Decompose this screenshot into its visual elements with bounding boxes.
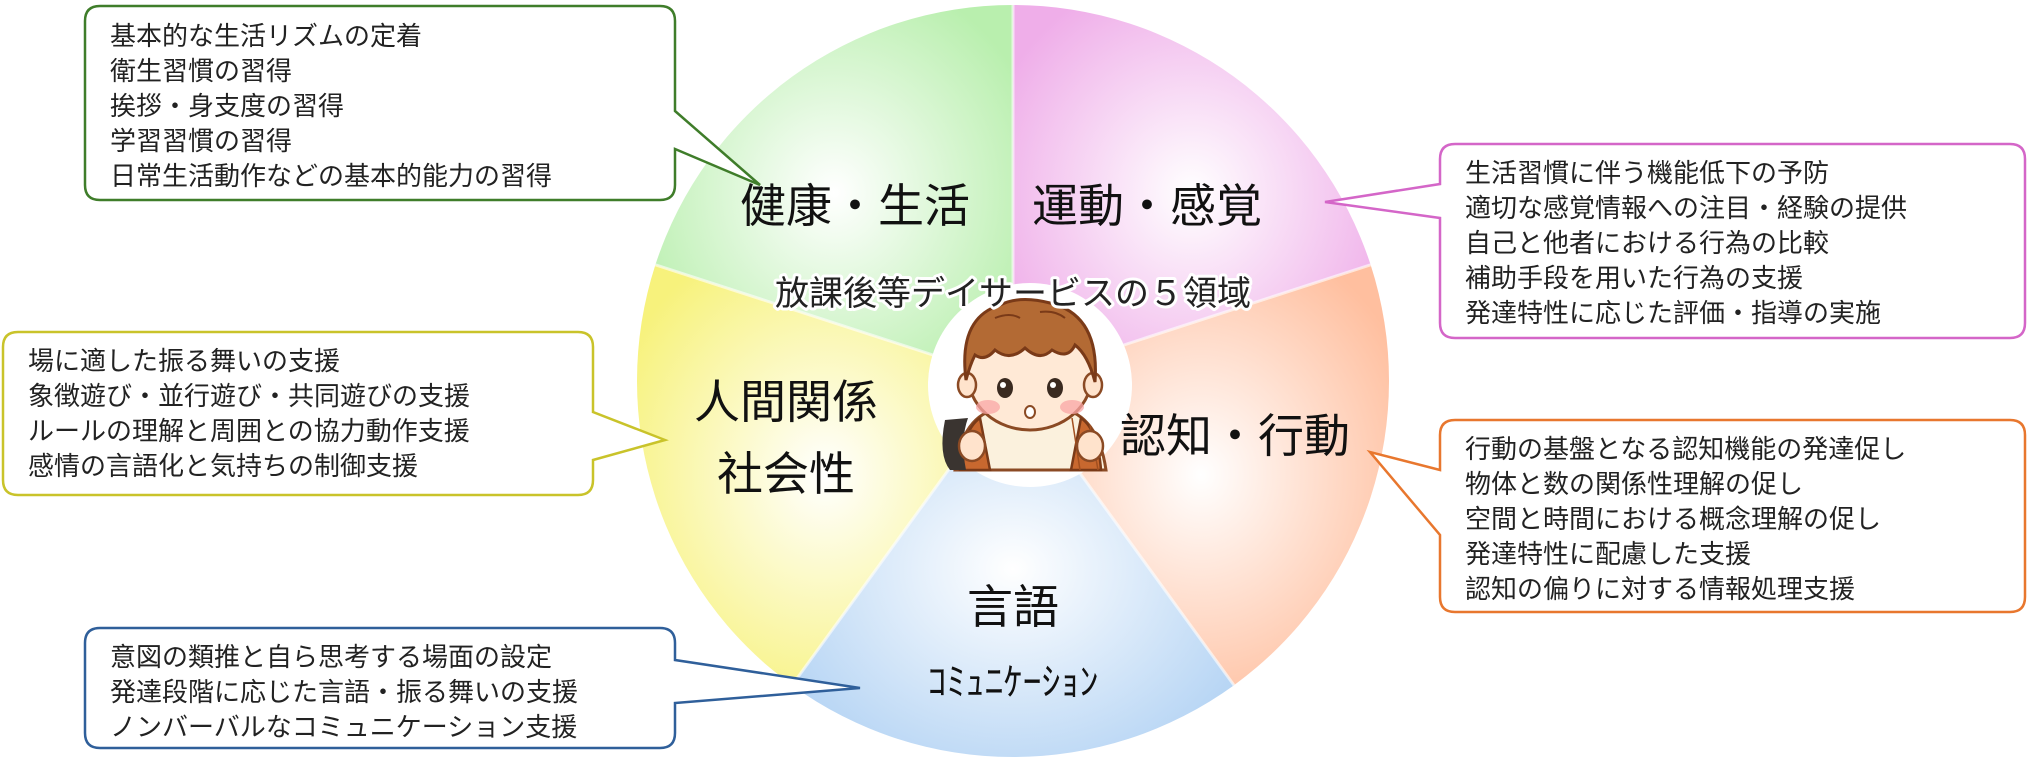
segment-health — [655, 5, 1013, 381]
segment-social — [636, 264, 1013, 686]
segment-motor — [1013, 5, 1371, 381]
callout-item: ノンバーバルなコミュニケーション支援 — [110, 713, 577, 743]
callout-item: 場に適した振る舞いの支援 — [28, 347, 340, 377]
callout-item: 発達段階に応じた言語・振る舞いの支援 — [110, 678, 578, 708]
child-illustration-icon — [942, 298, 1108, 472]
callout-cognition: 行動の基盤となる認知機能の発達促し 物体と数の関係性理解の促し 空間と時間におけ… — [1366, 418, 2027, 614]
callout-item: ルールの理解と周囲との協力動作支援 — [28, 417, 470, 447]
callout-health-items: 基本的な生活リズムの定着 衛生習慣の習得 挨拶・身支度の習得 学習習慣の習得 日… — [110, 22, 552, 192]
segment-label-cognition: 認知・行動 — [1120, 409, 1350, 463]
callout-item: 行動の基盤となる認知機能の発達促し — [1465, 435, 1906, 465]
callout-language: 意図の類推と自ら思考する場面の設定 発達段階に応じた言語・振る舞いの支援 ノンバ… — [83, 626, 861, 750]
callout-item: 感情の言語化と気持ちの制御支援 — [28, 452, 418, 482]
callout-item: 基本的な生活リズムの定着 — [110, 22, 422, 52]
callout-item: 自己と他者における行為の比較 — [1465, 229, 1829, 259]
callout-item: 衛生習慣の習得 — [110, 57, 292, 87]
callout-language-items: 意図の類推と自ら思考する場面の設定 発達段階に応じた言語・振る舞いの支援 ノンバ… — [110, 643, 578, 743]
callout-item: 認知の偏りに対する情報処理支援 — [1465, 575, 1855, 605]
callout-social: 場に適した振る舞いの支援 象徴遊び・並行遊び・共同遊びの支援 ルールの理解と周囲… — [1, 330, 669, 497]
callout-item: 発達特性に配慮した支援 — [1465, 540, 1751, 570]
callout-item: 意図の類推と自ら思考する場面の設定 — [110, 643, 552, 673]
callout-item: 補助手段を用いた行為の支援 — [1465, 264, 1803, 294]
center-title: 放課後等デイサービスの５領域 — [775, 274, 1251, 314]
segment-label-social-line1: 人間関係 — [694, 375, 878, 429]
callout-item: 学習習慣の習得 — [110, 127, 292, 157]
callout-cognition-items: 行動の基盤となる認知機能の発達促し 物体と数の関係性理解の促し 空間と時間におけ… — [1465, 435, 1906, 605]
callout-social-items: 場に適した振る舞いの支援 象徴遊び・並行遊び・共同遊びの支援 ルールの理解と周囲… — [28, 347, 470, 482]
callout-item: 生活習慣に伴う機能低下の予防 — [1465, 159, 1829, 189]
center-badge — [928, 283, 1132, 487]
segment-label-motor: 運動・感覚 — [1032, 179, 1262, 233]
callout-item: 象徴遊び・並行遊び・共同遊びの支援 — [28, 382, 470, 412]
segment-label-language-sub: ｺﾐｭﾆｹｰｼｮﾝ — [927, 660, 1098, 704]
callout-item: 空間と時間における概念理解の促し — [1465, 505, 1881, 535]
callout-health: 基本的な生活リズムの定着 衛生習慣の習得 挨拶・身支度の習得 学習習慣の習得 日… — [83, 4, 761, 202]
callout-item: 物体と数の関係性理解の促し — [1465, 470, 1803, 500]
callout-item: 日常生活動作などの基本的能力の習得 — [110, 162, 552, 192]
segment-label-health: 健康・生活 — [740, 179, 970, 233]
callout-item: 挨拶・身支度の習得 — [110, 92, 344, 122]
callout-motor-items: 生活習慣に伴う機能低下の予防 適切な感覚情報への注目・経験の提供 自己と他者にお… — [1465, 159, 1907, 329]
segment-label-language: 言語 — [967, 580, 1059, 634]
segment-language — [792, 381, 1234, 758]
callout-item: 発達特性に応じた評価・指導の実施 — [1465, 299, 1881, 329]
callout-item: 適切な感覚情報への注目・経験の提供 — [1465, 194, 1907, 224]
callout-motor: 生活習慣に伴う機能低下の予防 適切な感覚情報への注目・経験の提供 自己と他者にお… — [1324, 142, 2027, 340]
segment-label-social-line2: 社会性 — [717, 447, 855, 501]
